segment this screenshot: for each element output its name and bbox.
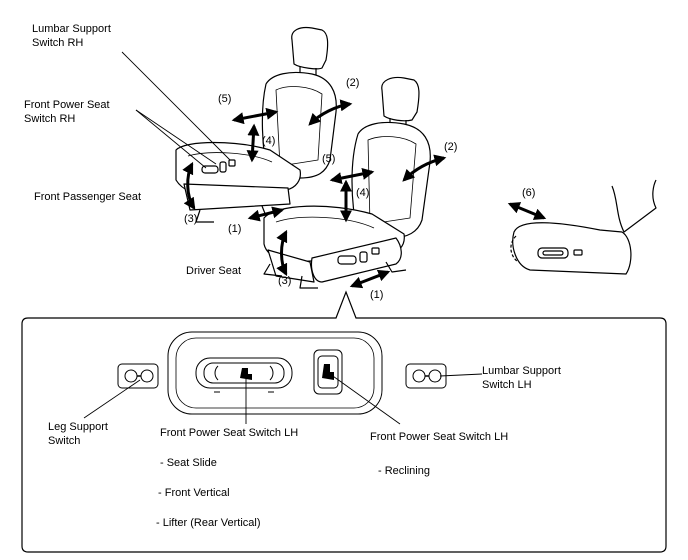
label-front-power-seat-switch-lh-recline: Front Power Seat Switch LH xyxy=(370,431,509,443)
passenger-seat xyxy=(175,26,337,223)
marker-5-passenger: (5) xyxy=(218,93,232,105)
leg-support-sketch xyxy=(510,179,657,275)
seat-slide-switch xyxy=(195,357,293,393)
label-seat-slide: - Seat Slide xyxy=(160,457,217,469)
marker-1-passenger: (1) xyxy=(228,223,242,235)
label-driver-seat: Driver Seat xyxy=(186,265,242,277)
adjustment-arrows xyxy=(182,99,547,289)
label-reclining: - Reclining xyxy=(378,465,430,477)
label-front-vertical: - Front Vertical xyxy=(158,487,230,499)
marker-2-passenger: (2) xyxy=(346,77,360,89)
marker-3-passenger: (3) xyxy=(184,213,198,225)
leg-support-switch xyxy=(117,363,159,389)
leader-lines xyxy=(121,51,231,169)
marker-6-leg: (6) xyxy=(522,187,536,199)
callout-leaders xyxy=(83,372,483,425)
callout-panel xyxy=(21,290,667,553)
reclining-switch xyxy=(313,349,343,395)
marker-1-driver: (1) xyxy=(370,289,384,301)
lumbar-support-switch xyxy=(405,363,447,389)
label-lifter-rear-vertical: - Lifter (Rear Vertical) xyxy=(156,517,261,529)
marker-2-driver: (2) xyxy=(444,141,458,153)
marker-3-driver: (3) xyxy=(278,275,292,287)
marker-5-driver: (5) xyxy=(322,153,336,165)
label-front-power-seat-switch-lh-slide: Front Power Seat Switch LH xyxy=(160,427,299,439)
label-front-passenger-seat: Front Passenger Seat xyxy=(34,191,142,203)
marker-4-passenger: (4) xyxy=(262,135,276,147)
marker-4-driver: (4) xyxy=(356,187,370,199)
